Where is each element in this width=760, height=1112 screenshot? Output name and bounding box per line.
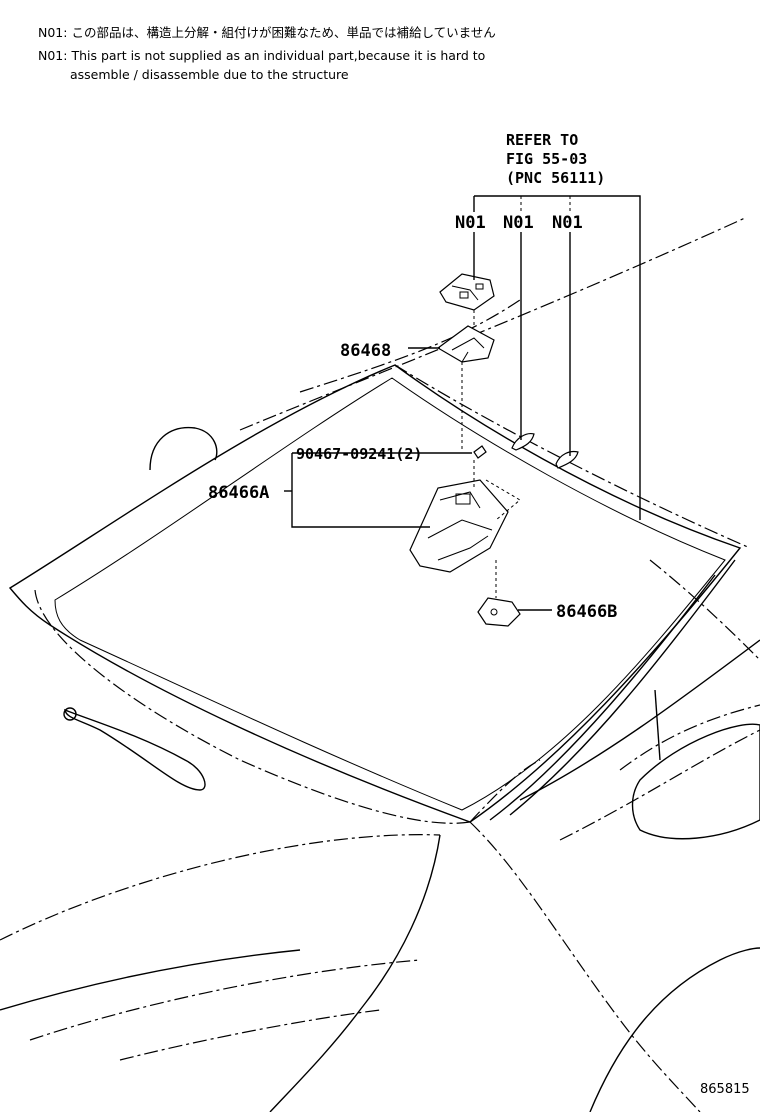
figure-number: 865815 <box>700 1082 750 1097</box>
part-screw-90467 <box>473 445 487 459</box>
callout-n01-b: N01 <box>503 213 534 233</box>
note-japanese: N01: この部品は、構造上分解・組付けが困難なため、単品では補給していません <box>38 25 496 40</box>
hood-edge <box>269 834 441 1112</box>
part-bracket-upper <box>439 273 495 311</box>
windshield-inner-outline <box>54 377 726 811</box>
right-door-line <box>654 689 661 761</box>
refer-pnc-label: (PNC 56111) <box>506 169 605 187</box>
refer-bracket <box>473 195 641 520</box>
note-english-line2: assemble / disassemble due to the struct… <box>70 67 349 82</box>
a-pillar-trim <box>489 574 716 821</box>
part-86466b-bracket <box>477 597 521 627</box>
callout-86466a: 86466A <box>208 483 269 503</box>
callout-90467-09241: 90467-09241(2) <box>296 445 422 463</box>
refer-fig-label: FIG 55-03 <box>506 150 587 168</box>
cowl-line <box>469 821 701 1112</box>
part-86468-cover <box>436 325 495 363</box>
note-english-line1: N01: This part is not supplied as an ind… <box>38 48 486 63</box>
callout-86468: 86468 <box>340 341 391 361</box>
part-clip-b <box>555 450 579 469</box>
wiper-pivot <box>63 707 77 721</box>
roof-line-upper <box>239 217 746 431</box>
a-pillar-line <box>394 364 751 549</box>
refer-to-label: REFER TO <box>506 131 578 149</box>
body-lower-edge <box>589 947 760 1112</box>
a-pillar-trim-inner <box>509 559 736 816</box>
lower-hood-line <box>29 959 421 1041</box>
wiper-area-line <box>469 759 541 823</box>
roof-line-lower <box>299 299 521 393</box>
leader-86466a <box>291 453 430 528</box>
part-86466a-bracket <box>409 479 509 573</box>
fender-edge <box>519 639 760 801</box>
callout-86466b: 86466B <box>556 602 617 622</box>
assembly-line-3 <box>485 479 521 521</box>
callout-n01-a: N01 <box>455 213 486 233</box>
part-clip-a <box>511 433 535 451</box>
windshield-edge-left <box>34 589 471 824</box>
body-side-line <box>649 559 760 661</box>
lower-body-curve <box>0 949 301 1011</box>
windshield-outline <box>8 364 742 823</box>
dashboard-line <box>119 1009 381 1061</box>
mirror-line <box>619 704 760 771</box>
fender-line <box>559 729 760 841</box>
headrest-outline <box>149 426 218 471</box>
callout-n01-c: N01 <box>552 213 583 233</box>
hood-line <box>0 834 441 941</box>
side-mirror-outline <box>631 723 760 840</box>
wiper-arm <box>64 708 206 791</box>
